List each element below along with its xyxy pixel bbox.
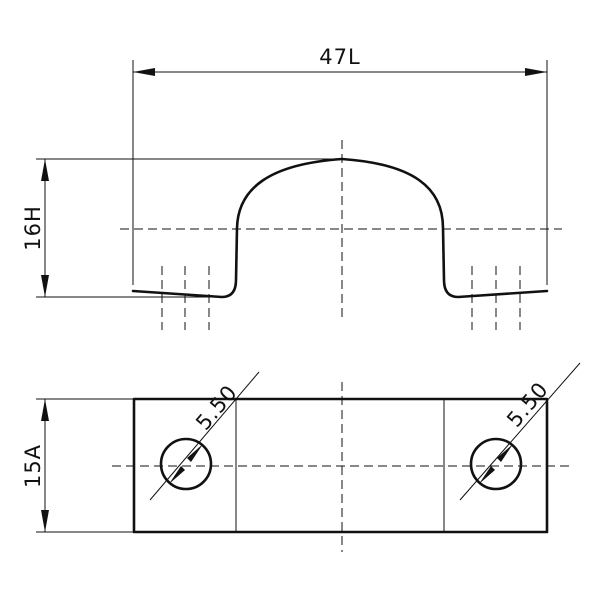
- left-hole-leader: [149, 371, 260, 501]
- profile-view: 47L 16H: [21, 45, 562, 330]
- right-hole-circle: [469, 437, 523, 491]
- left-hole-arrow-a: [169, 466, 185, 484]
- length-label: 47L: [319, 45, 360, 69]
- height-arrow-top: [41, 159, 49, 181]
- left-hole: 5.50: [149, 371, 260, 501]
- width-label: 15A: [21, 444, 45, 488]
- left-hole-arrow-b: [187, 444, 203, 462]
- plate-outline: [132, 397, 549, 534]
- width-arrow-bottom: [41, 510, 49, 532]
- right-hole: 5.50: [459, 362, 581, 501]
- width-dimension: 15A: [21, 398, 134, 533]
- height-arrow-bottom: [41, 275, 49, 297]
- clamp-profile-outline: [131, 157, 549, 299]
- width-arrow-top: [41, 399, 49, 421]
- right-hole-arrow-b: [497, 444, 513, 462]
- height-dimension: 16H: [21, 158, 342, 298]
- right-hole-leader: [459, 362, 581, 501]
- length-arrow-right: [525, 68, 547, 76]
- height-label: 16H: [21, 205, 45, 251]
- left-hole-circle: [159, 437, 213, 491]
- plan-view: 15A 5.50 5.50: [21, 362, 581, 552]
- length-dimension: 47L: [132, 45, 548, 285]
- left-hole-label: 5.50: [191, 380, 242, 434]
- length-arrow-left: [133, 68, 155, 76]
- right-hole-arrow-a: [479, 466, 495, 484]
